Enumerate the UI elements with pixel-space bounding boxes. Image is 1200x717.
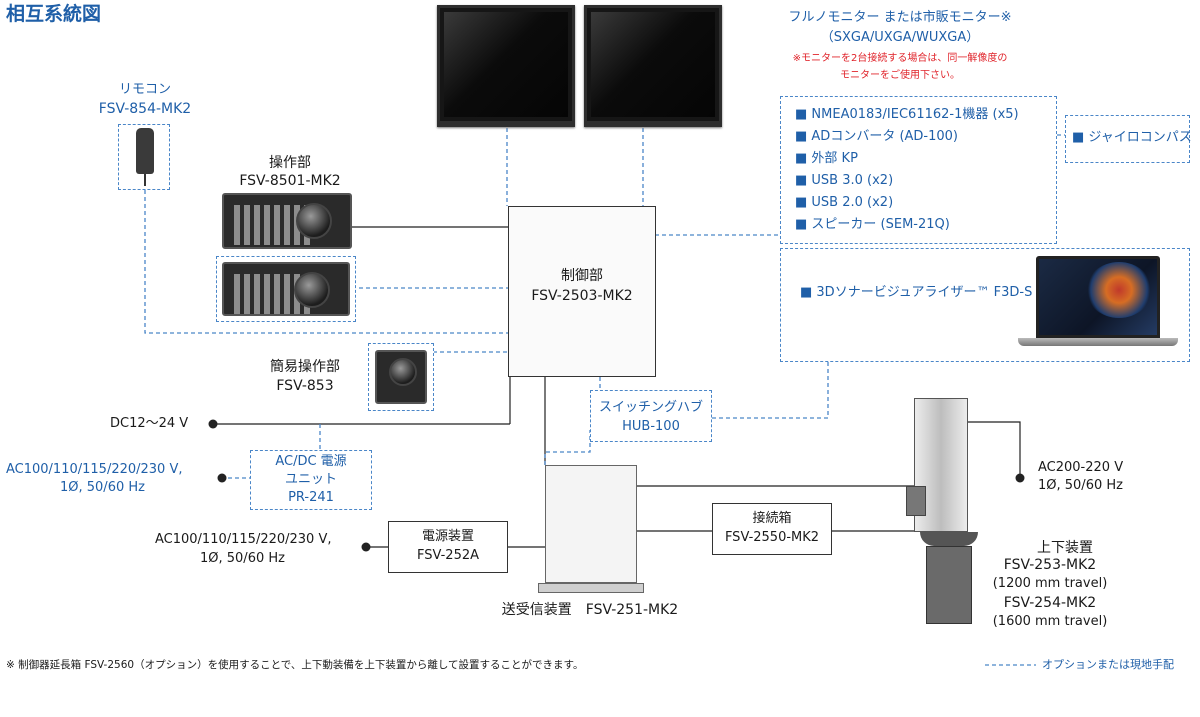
acdc-input-line1: AC100/110/115/220/230 V, [6,462,183,477]
power-input-line2: 1Ø, 50/60 Hz [200,551,285,566]
options-list-box [780,96,1057,244]
transceiver-label: 送受信装置 FSV-251-MK2 [501,602,679,618]
simple-operation-unit-image [375,350,427,404]
acdc-unit-label2: ユニット [284,472,337,487]
hull-unit-motor [906,486,926,516]
control-unit-model: FSV-2503-MK2 [531,288,633,304]
monitor-caption-line2: （SXGA/UXGA/WUXGA） [820,30,980,45]
footnote: ※ 制御器延長箱 FSV-2560（オプション）を使用することで、上下動装備を上… [6,659,584,671]
remote-label: リモコン [118,82,171,97]
remote-controller-image [136,128,154,174]
hull-ac-line1: AC200-220 V [1038,460,1124,475]
option-item-usb2: ■ USB 2.0 (x2) [795,195,894,210]
operation-unit-2-image [222,262,350,316]
visualizer-label: ■ 3Dソナービジュアライザー™ F3D-S [800,285,1033,300]
switching-hub-model: HUB-100 [622,419,680,434]
operation-unit-label: 操作部 [269,155,311,171]
junction-box-label: 接続箱 [752,511,792,526]
remote-cable [144,174,146,186]
page-title: 相互系統図 [6,3,102,25]
hull-unit-travel1: (1200 mm travel) [992,576,1108,591]
hull-unit-model2: FSV-254-MK2 [1003,595,1097,611]
control-unit [508,206,656,377]
hull-unit-travel2: (1600 mm travel) [992,614,1108,629]
transceiver-image [545,465,637,583]
junction-box-model: FSV-2550-MK2 [724,530,820,545]
acdc-unit-model: PR-241 [288,490,334,505]
acdc-unit-label1: AC/DC 電源 [275,454,347,469]
monitor-note-line1: ※モニターを2台接続する場合は、同一解像度の [792,53,1008,64]
dc-power-label: DC12〜24 V [110,416,189,431]
option-item-usb3: ■ USB 3.0 (x2) [795,173,894,188]
switching-hub-label: スイッチングハブ [598,400,703,415]
acdc-unit-box [250,450,372,510]
hull-unit-flange [920,532,978,546]
option-item-adconverter: ■ ADコンバータ (AD-100) [795,129,959,144]
simple-operation-unit-label: 簡易操作部 [270,359,340,375]
operation-unit-image [222,193,352,249]
monitor-caption-line1: フルノモニター または市販モニター※ [788,10,1012,25]
control-unit-label: 制御部 [561,268,603,284]
simple-operation-unit-model: FSV-853 [276,378,334,394]
hull-unit-model1: FSV-253-MK2 [1003,557,1097,573]
power-supply-label: 電源装置 [421,529,474,544]
option-item-nmea: ■ NMEA0183/IEC61162-1機器 (x5) [795,107,1019,122]
junction-box [712,503,832,555]
monitor-1 [437,5,575,127]
monitor-note-line2: モニターをご使用下さい。 [840,70,960,81]
monitor-2 [584,5,722,127]
power-supply-model: FSV-252A [416,548,480,563]
switching-hub-box [590,390,712,442]
transceiver-base [538,583,644,593]
operation-unit-model: FSV-8501-MK2 [239,173,341,189]
hull-unit-label: 上下装置 [1037,540,1093,556]
remote-model: FSV-854-MK2 [98,101,192,117]
hull-unit-tank-image [926,546,972,624]
legend-label: オプションまたは現地手配 [1042,658,1174,671]
laptop-base [1018,338,1178,346]
power-input-line1: AC100/110/115/220/230 V, [155,532,332,547]
option-item-speaker: ■ スピーカー (SEM-21Q) [795,217,950,232]
gyro-compass-box [1065,115,1190,163]
power-supply-box [388,521,508,573]
laptop-screen-sonar [1086,262,1152,318]
acdc-input-line2: 1Ø, 50/60 Hz [60,480,145,495]
option-item-external-kp: ■ 外部 KP [795,151,858,166]
gyro-compass-label: ■ ジャイロコンパス [1072,130,1192,145]
hull-ac-line2: 1Ø, 50/60 Hz [1038,478,1123,493]
